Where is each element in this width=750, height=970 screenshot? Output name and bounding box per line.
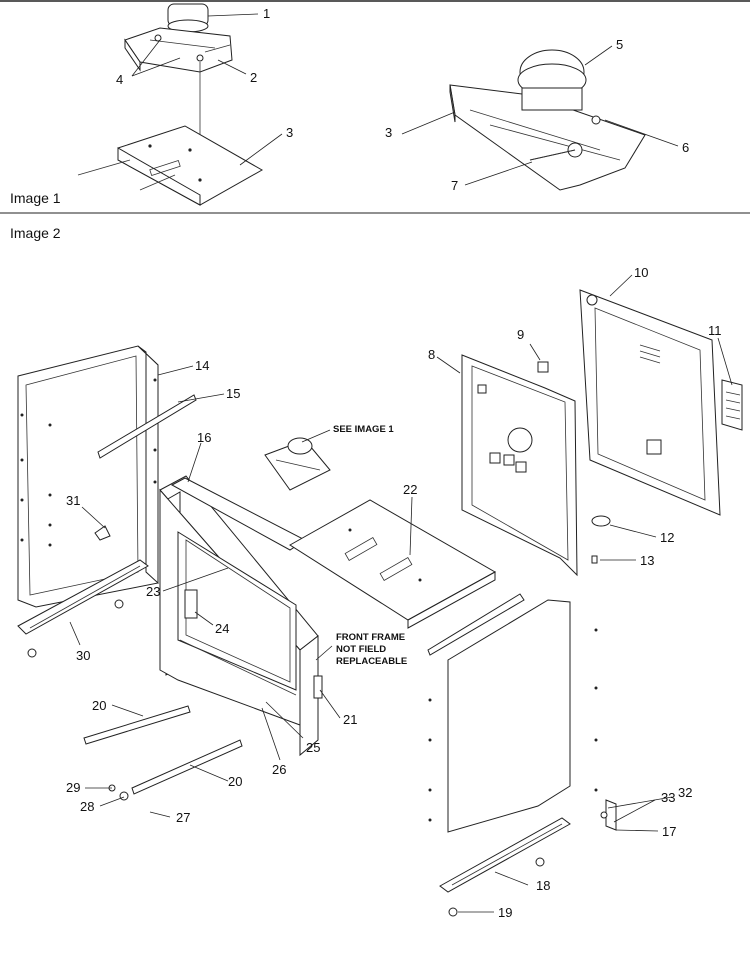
- callout-3-left: 3: [286, 125, 293, 140]
- front-frame-note-line3: REPLACEABLE: [336, 656, 407, 667]
- callout-10: 10: [634, 265, 648, 280]
- back-panel: [461, 354, 578, 577]
- callout-19: 19: [498, 905, 512, 920]
- grommet-9: [537, 361, 549, 373]
- callout-8: 8: [428, 347, 435, 362]
- left-bottom-rail: [17, 559, 149, 658]
- callout-3-right: 3: [385, 125, 392, 140]
- image1-label: Image 1: [10, 190, 61, 206]
- screw-13: [591, 555, 598, 564]
- callout-17: 17: [662, 824, 676, 839]
- callout-21: 21: [343, 712, 357, 727]
- clip-31: [94, 525, 111, 541]
- callout-31: 31: [66, 493, 80, 508]
- right-side-panel: [427, 593, 598, 833]
- hinge-bracket: [600, 799, 617, 831]
- mounting-plate-left: [77, 125, 264, 206]
- callout-33: 33: [661, 790, 675, 805]
- bushing-12: [591, 515, 611, 527]
- top-panel: [289, 499, 497, 629]
- callout-16: 16: [197, 430, 211, 445]
- front-frame-note-line2: NOT FIELD: [336, 644, 386, 655]
- callout-12: 12: [660, 530, 674, 545]
- callout-9: 9: [517, 327, 524, 342]
- callout-14: 14: [195, 358, 209, 373]
- front-frame: [159, 475, 323, 757]
- callout-26: 26: [272, 762, 286, 777]
- callout-24: 24: [215, 621, 229, 636]
- timer-assembly-left: [124, 3, 233, 205]
- callout-30: 30: [76, 648, 90, 663]
- callout-20-lower: 20: [228, 774, 242, 789]
- callout-4: 4: [116, 72, 123, 87]
- callout-15: 15: [226, 386, 240, 401]
- callout-13: 13: [640, 553, 654, 568]
- left-rail: [97, 394, 197, 459]
- callout-18: 18: [536, 878, 550, 893]
- callout-7: 7: [451, 178, 458, 193]
- callout-20-upper: 20: [92, 698, 106, 713]
- callout-25: 25: [306, 740, 320, 755]
- callout-1: 1: [263, 6, 270, 21]
- control-mount: [264, 437, 331, 491]
- callout-29: 29: [66, 780, 80, 795]
- lower-rail-upper: [83, 705, 191, 745]
- left-side-panel: [17, 345, 159, 608]
- lower-rail-lower: [131, 739, 243, 795]
- callout-11: 11: [708, 323, 722, 338]
- callout-27: 27: [176, 810, 190, 825]
- callout-28: 28: [80, 799, 94, 814]
- callout-6: 6: [682, 140, 689, 155]
- spacer-28: [119, 791, 129, 801]
- callout-32: 32: [678, 785, 692, 800]
- right-bottom-rail: [439, 817, 571, 917]
- image2-label: Image 2: [10, 225, 61, 241]
- callout-23: 23: [146, 584, 160, 599]
- vent-cover: [721, 379, 743, 431]
- front-frame-note-line1: FRONT FRAME: [336, 632, 405, 643]
- see-image-note: SEE IMAGE 1: [333, 424, 394, 435]
- timer-assembly-right: [449, 49, 646, 191]
- callout-2: 2: [250, 70, 257, 85]
- callout-5: 5: [616, 37, 623, 52]
- rear-cover: [579, 289, 721, 516]
- callout-22: 22: [403, 482, 417, 497]
